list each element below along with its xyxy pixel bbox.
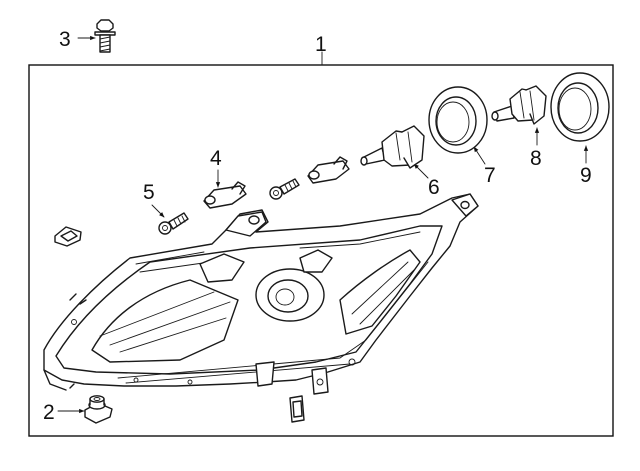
callout-9[interactable]: 9 — [580, 164, 592, 187]
callout-3[interactable]: 3 — [59, 28, 71, 51]
part-3-bolt[interactable] — [94, 19, 116, 53]
callout-7[interactable]: 7 — [484, 164, 496, 187]
part-5-screw[interactable] — [158, 212, 189, 235]
part-4-bracket[interactable] — [203, 181, 247, 209]
bottom-clip[interactable] — [289, 395, 305, 423]
callout-8[interactable]: 8 — [530, 147, 542, 170]
callout-1[interactable]: 1 — [315, 33, 327, 56]
callout-6-arrow — [413, 163, 429, 179]
callout-5[interactable]: 5 — [143, 181, 155, 204]
screw[interactable] — [269, 178, 300, 200]
bracket[interactable] — [307, 156, 350, 184]
left-clip[interactable] — [54, 226, 82, 247]
callout-4[interactable]: 4 — [210, 147, 222, 170]
part-7-seal-ring[interactable] — [428, 86, 488, 154]
callout-7-arrow — [473, 146, 486, 165]
part-8-bulb[interactable] — [491, 85, 547, 125]
callout-5-arrow — [151, 204, 165, 218]
assembly-frame — [28, 64, 614, 437]
part-1-headlamp-assembly[interactable] — [43, 193, 479, 395]
callout-2[interactable]: 2 — [43, 401, 55, 424]
callout-6[interactable]: 6 — [428, 176, 440, 199]
part-9-seal-ring[interactable] — [550, 72, 610, 142]
part-6-bulb[interactable] — [360, 125, 425, 169]
part-2-nut[interactable] — [84, 395, 113, 424]
